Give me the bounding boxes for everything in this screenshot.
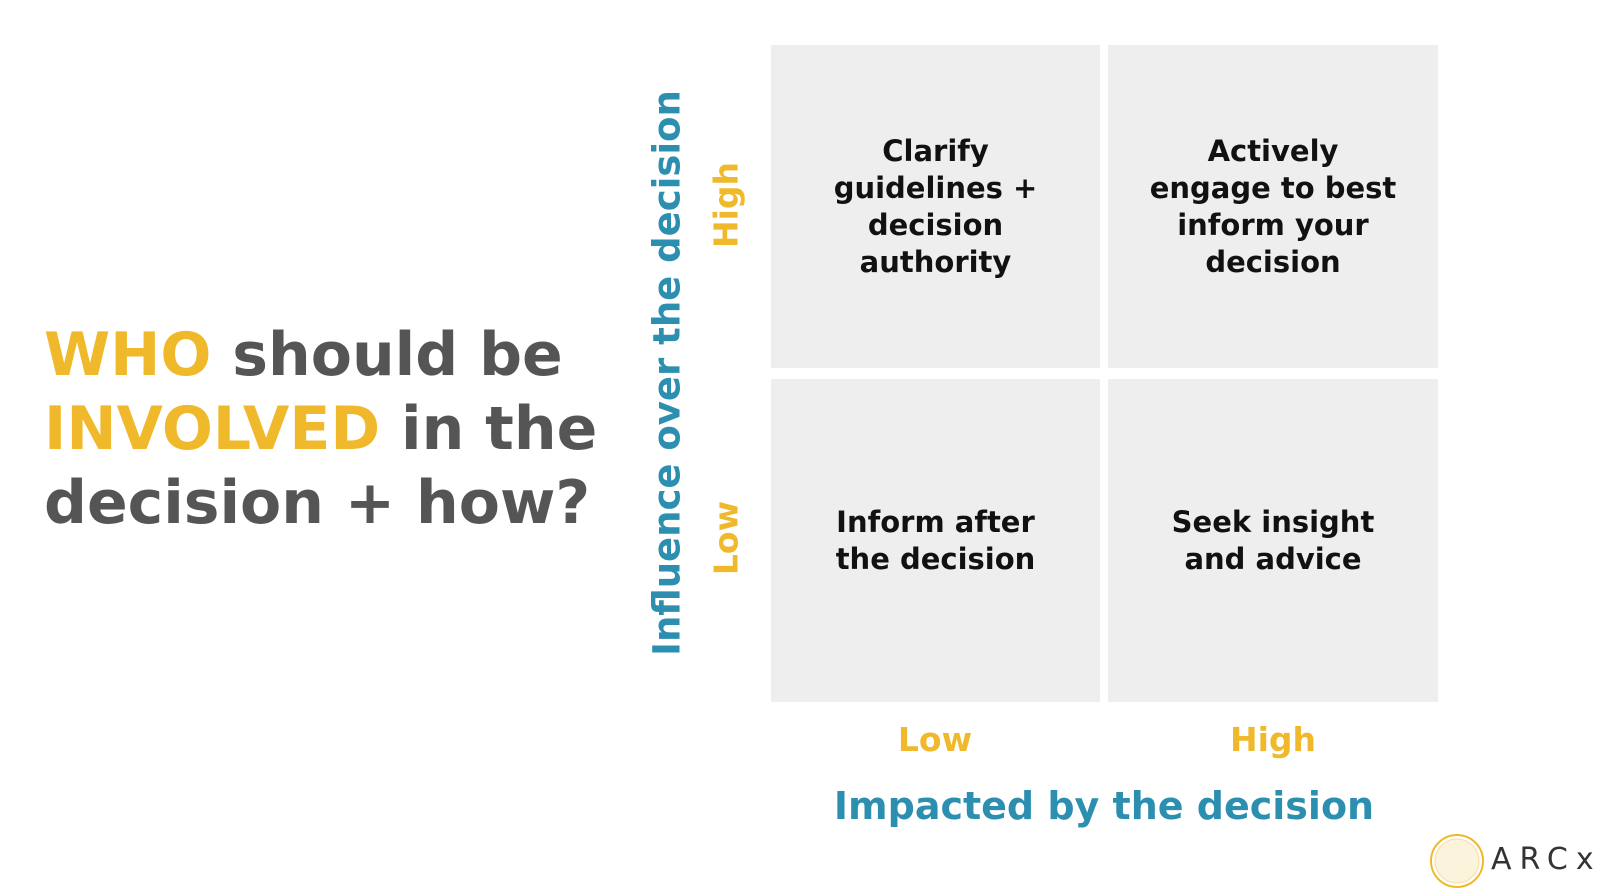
arcx-logo: ARCx bbox=[1428, 832, 1600, 892]
headline-line-3: decision + how? bbox=[44, 468, 591, 538]
quadrant-bottom-right: Seek insight and advice bbox=[1108, 379, 1438, 702]
y-axis-low-label: Low bbox=[706, 500, 746, 576]
x-axis-low-label: Low bbox=[897, 720, 973, 759]
headline-text-1: should be bbox=[211, 320, 563, 390]
y-axis-high-label: High bbox=[706, 161, 746, 249]
logo-circle-icon bbox=[1430, 834, 1484, 888]
quadrant-top-right-text: Actively engage to best inform your deci… bbox=[1149, 133, 1397, 279]
quadrant-bottom-left: Inform after the decision bbox=[771, 379, 1100, 702]
quadrant-bottom-left-text: Inform after the decision bbox=[835, 504, 1036, 576]
headline-text-2: in the bbox=[380, 394, 598, 464]
quadrant-top-left: Clarify guidelines + decision authority bbox=[771, 45, 1100, 368]
headline-accent-who: WHO bbox=[44, 320, 212, 390]
headline-line-2: INVOLVED in the bbox=[44, 392, 597, 466]
headline: WHO should be INVOLVED in the decision +… bbox=[44, 318, 597, 540]
logo-text: ARCx bbox=[1491, 842, 1600, 877]
quadrant-top-right: Actively engage to best inform your deci… bbox=[1108, 45, 1438, 368]
headline-accent-involved: INVOLVED bbox=[44, 394, 381, 464]
x-axis-high-label: High bbox=[1229, 720, 1317, 759]
quadrant-top-left-text: Clarify guidelines + decision authority bbox=[833, 133, 1038, 279]
quadrant-bottom-right-text: Seek insight and advice bbox=[1171, 504, 1375, 576]
x-axis-label: Impacted by the decision bbox=[833, 784, 1375, 828]
y-axis-label: Influence over the decision bbox=[645, 90, 689, 656]
headline-line-1: WHO should be bbox=[44, 318, 597, 392]
